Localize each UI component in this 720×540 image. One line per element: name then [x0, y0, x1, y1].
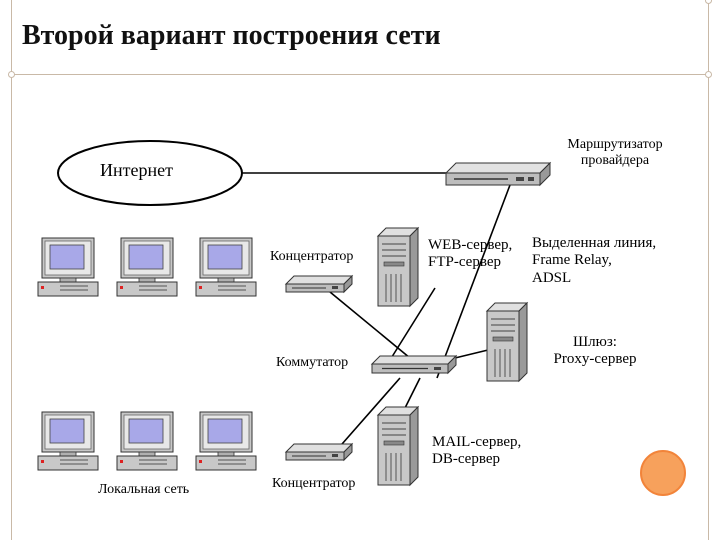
router-label-line: провайдера [580, 153, 650, 169]
link-switch-gateway [454, 349, 489, 359]
web-server-label-line: FTP-сервер [428, 254, 501, 271]
link-switch-hubbottom [334, 377, 401, 453]
web-server-label: WEB-сервер, FTP-сервер [428, 237, 512, 272]
tower-server-icon [486, 302, 528, 382]
router-label: Маршрутизатор провайдера [553, 137, 677, 169]
lan-label: Локальная сеть [98, 482, 190, 497]
workstation-icon [37, 237, 99, 297]
web-server-label-line: WEB-сервер, [428, 237, 513, 253]
internet-label: Интернет [100, 160, 173, 180]
mail-server-label: MAIL-сервер, DB-сервер [432, 434, 521, 469]
internet-ellipse-icon [57, 140, 243, 206]
link-router-switch [436, 184, 511, 379]
leased-line-label-line: ADSL [532, 269, 572, 286]
link-hubtop-switch [329, 291, 411, 359]
connection-lines [240, 172, 511, 453]
hub-bottom-label: Концентратор [272, 476, 356, 491]
gateway-label: Шлюз: Proxy-сервер [540, 334, 650, 369]
slide-title: Второй вариант построения сети [22, 20, 441, 51]
slide-frame-top [11, 74, 709, 75]
mail-server-label-line: MAIL-сервер, [432, 434, 522, 450]
frame-corner-dot [705, 71, 712, 78]
workstation-icon [37, 411, 99, 471]
workstation-icon [116, 237, 178, 297]
hub-top-label: Концентратор [270, 249, 354, 264]
leased-line-label-line: Frame Relay, [532, 252, 612, 269]
router-icon [445, 162, 551, 186]
gateway-label-line: Шлюз: [573, 334, 617, 350]
hub-icon [285, 275, 353, 293]
tower-server-icon [377, 227, 419, 307]
frame-corner-dot [8, 71, 15, 78]
gateway-label-line: Proxy-сервер [553, 351, 637, 368]
leased-line-label: Выделенная линия, Frame Relay, ADSL [532, 235, 656, 287]
slide-frame-right [708, 0, 709, 540]
decorative-orange-circle [640, 450, 686, 496]
router-label-line: Маршрутизатор [567, 137, 663, 152]
hub-icon [285, 443, 353, 461]
workstation-icon [195, 237, 257, 297]
slide-frame-left [11, 0, 12, 540]
tower-server-icon [377, 406, 419, 486]
leased-line-label-line: Выделенная линия, [532, 235, 657, 251]
mail-server-label-line: DB-сервер [432, 451, 500, 468]
switch-label: Коммутатор [276, 355, 349, 370]
link-switch-web [384, 287, 436, 369]
workstation-icon [195, 411, 257, 471]
switch-icon [371, 355, 457, 374]
frame-corner-dot [705, 0, 712, 4]
workstation-icon [116, 411, 178, 471]
